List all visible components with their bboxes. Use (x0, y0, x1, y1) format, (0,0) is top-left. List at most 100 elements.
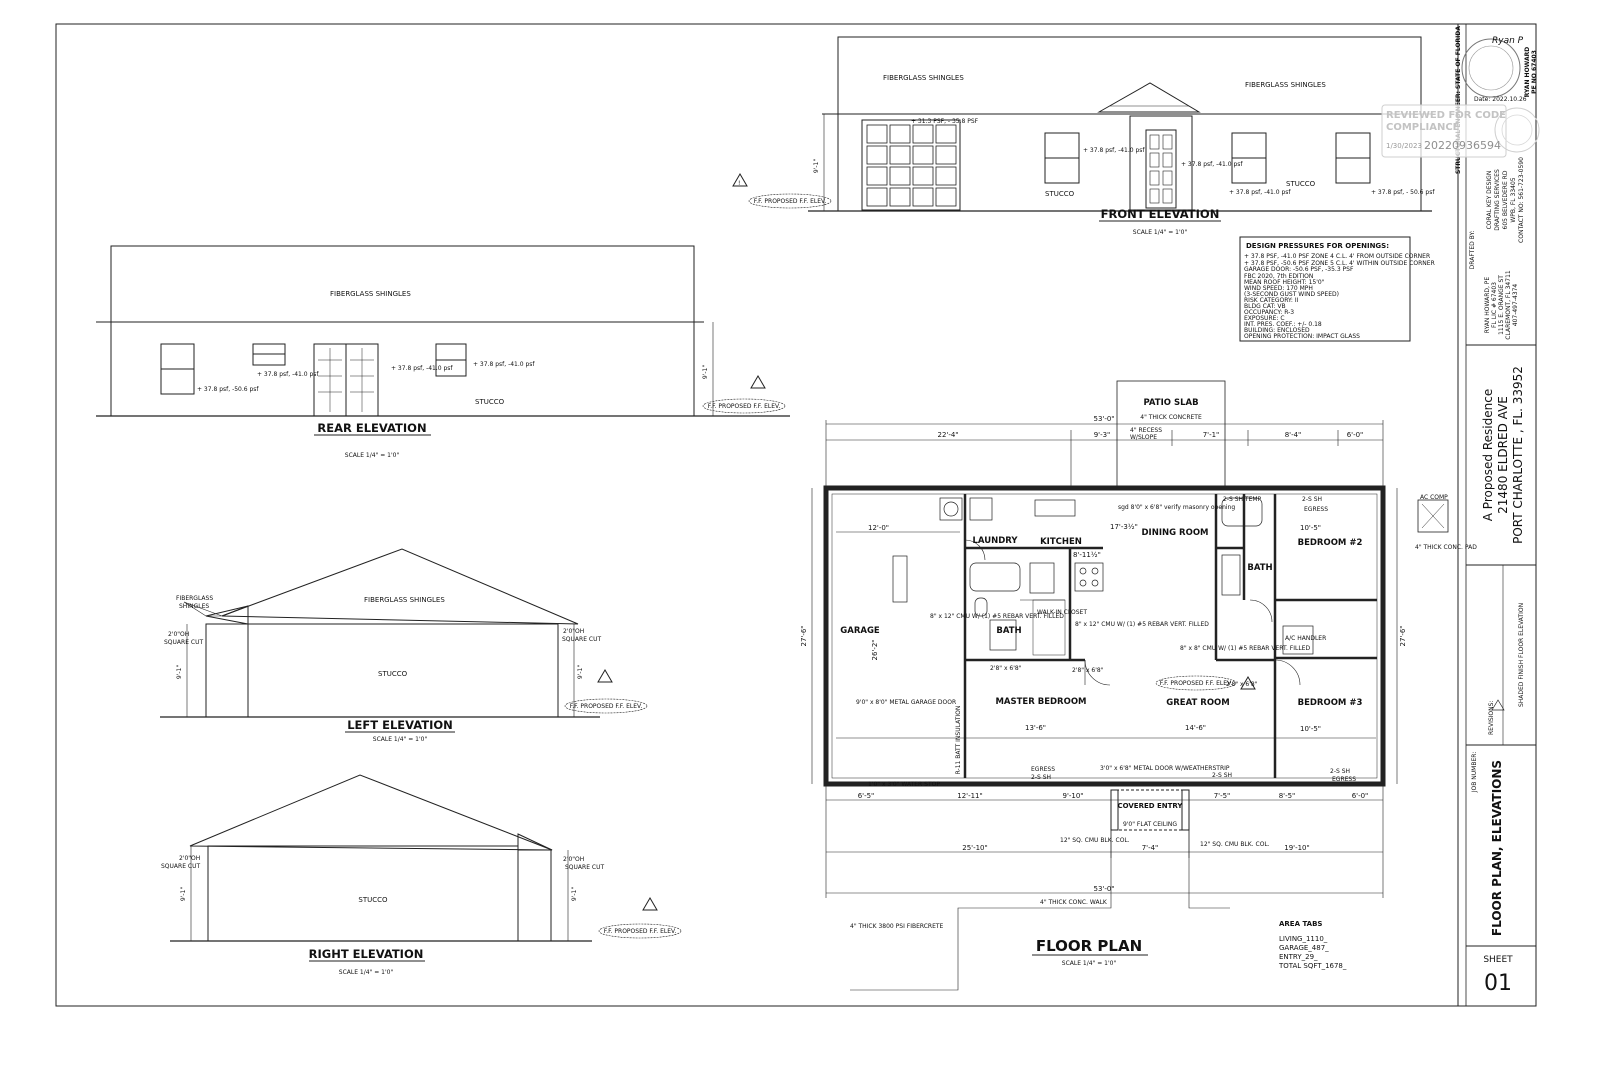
right-oh-left: 2'0"OH (179, 855, 200, 862)
dp-line-9: OCCUPANCY: R-3 (1244, 309, 1294, 316)
dim-dining: 17'-3½" (1110, 523, 1138, 531)
drafter-line-4: CONTACT NO: 561-723-0590 (1518, 157, 1525, 243)
rh-line-0: RYAN HOWARD, PE (1484, 277, 1491, 334)
bottom-dim-3: 7'-5" (1214, 792, 1231, 800)
dp-line-4: MEAN ROOF HEIGHT: 15'0" (1244, 279, 1325, 286)
slope-note: W/SLOPE (1130, 434, 1157, 441)
sink-icon (1034, 499, 1076, 517)
bottom-dim-0: 6'-5" (858, 792, 875, 800)
rh-line-3: CLAREMONT, FL 34711 (1505, 270, 1512, 340)
left-wall-label: STUCCO (378, 670, 408, 678)
area-tabs: AREA TABS LIVING_1110_ GARAGE_487_ ENTRY… (1278, 920, 1347, 970)
room-bedroom-3: BEDROOM #3 (1298, 698, 1363, 708)
left-height-left: 9'-1" (176, 665, 183, 679)
vanity2-icon (1221, 554, 1241, 596)
dp-line-8: BLDG CAT: VB (1244, 303, 1286, 310)
area-living: LIVING_1110_ (1279, 935, 1328, 943)
room-ac-handler: A/C HANDLER (1285, 635, 1326, 642)
floor-plan: PATIO SLAB 4" THICK CONCRETE 4" RECESS W… (800, 380, 1477, 991)
review-stamp: REVIEWED FOR CODE COMPLIANCE 1/30/2023 2… (1381, 104, 1540, 158)
right-ffe: F.F. PROPOSED F.F. ELEV. (604, 928, 677, 935)
engineer-license: PE NO 67403 (1531, 50, 1538, 94)
front-wall-left: STUCCO (1045, 190, 1075, 198)
toilet-icon (974, 597, 988, 617)
left-cut-left: SQUARE CUT (164, 639, 203, 646)
patio-label: PATIO SLAB (1143, 398, 1198, 408)
room-walkin: WALK-IN CLOSET (1037, 609, 1087, 616)
front-garage-pressure: + 31.3 PSF, - 35.8 PSF (911, 118, 979, 125)
front-pressure-corner: + 37.8 psf, - 50.6 psf (1371, 189, 1435, 196)
project-city: PORT CHARLOTTE , FL. 33952 (1511, 366, 1525, 544)
engineer-signature: Ryan P (1492, 36, 1524, 46)
overall-depth-right: 27'-6" (1399, 625, 1407, 646)
design-pressures-title: DESIGN PRESSURES FOR OPENINGS: (1246, 242, 1389, 250)
right-cut-right: SQUARE CUT (565, 864, 604, 871)
ac-comp (1417, 499, 1449, 533)
walk-note: 4" THICK CONC. WALK (1040, 899, 1108, 906)
left-height-right: 9'-1" (577, 665, 584, 679)
door-bed3: 2'8" x 6'8" (1226, 681, 1258, 688)
drafter-line-3: WPB, FL 33405 (1510, 177, 1517, 222)
engineer-date: Date: 2022.10.26 (1474, 96, 1527, 103)
left-ffe: F.F. PROPOSED F.F. ELEV. (570, 703, 643, 710)
dp-line-1: + 37.8 PSF, -50.6 PSF ZONE 5 C.L. 4' WIT… (1244, 260, 1435, 267)
room-great-room: GREAT ROOM (1166, 698, 1229, 708)
front-door-note: 3'0" x 6'8" METAL DOOR W/WEATHERSTRIP (1100, 765, 1230, 772)
dp-line-0: + 37.8 PSF, -41.0 PSF ZONE 4 C.L. 4' FRO… (1244, 253, 1430, 260)
title-block: Ryan P STRUCTURAL ENGINEER: STATE OF FLO… (1455, 26, 1538, 996)
front-pressure-door: + 37.8 psf, -41.0 psf (1181, 161, 1243, 168)
cmu-note-1: 8" x 12" CMU W/ (1) #5 REBAR VERT. FILLE… (930, 613, 1064, 620)
door-master: 2'8" x 6'8" (990, 665, 1022, 672)
dp-line-2: GARAGE DOOR: -50.6 PSF, -35.3 PSF (1244, 266, 1354, 273)
right-height-left: 9'-1" (180, 887, 187, 901)
rh-line-1: FL LIC # 67403 (1491, 282, 1498, 328)
front-pressure-right: + 37.8 psf, -41.0 psf (1229, 189, 1291, 196)
drafter-line-0: CORAL KEY DESIGN (1486, 171, 1493, 230)
rear-wall-label: STUCCO (475, 398, 505, 406)
window-master: 2-S SH (1031, 774, 1051, 781)
floor-plan-scale: SCALE 1/4" = 1'0" (1062, 960, 1117, 967)
stamp-line-2: COMPLIANCE (1386, 122, 1460, 133)
egress-bed3: EGRESS (1332, 776, 1356, 783)
egress-master: EGRESS (1031, 766, 1055, 773)
room-laundry: LAUNDRY (972, 536, 1018, 546)
lower-dim-1: 7'-4" (1142, 844, 1159, 852)
garage-door-note: 9'0" x 8'0" METAL GARAGE DOOR (856, 699, 956, 706)
column-note-left: 12" SQ. CMU BLK. COL. (1060, 837, 1130, 844)
rear-elevation: 9'-1" FIBERGLASS SHINGLES STUCCO + 37.8 … (96, 245, 790, 459)
sheet-number: 01 (1484, 971, 1512, 996)
dp-line-13: OPENING PROTECTION: IMPACT GLASS (1244, 333, 1360, 340)
fridge-icon (1029, 562, 1055, 594)
ac-handler-icon (1282, 625, 1314, 655)
front-elevation-scale: SCALE 1/4" = 1'0" (1133, 229, 1188, 236)
washer-icon (939, 497, 963, 521)
job-number-label: JOB NUMBER: (1471, 752, 1478, 794)
right-height-right: 9'-1" (571, 887, 578, 901)
fibercrete-note: 4" THICK 3800 PSI FIBERCRETE (850, 923, 944, 930)
dp-line-10: EXPOSURE: C (1244, 315, 1285, 322)
overall-width-bottom: 53'-0" (1093, 885, 1114, 893)
dp-line-7: RISK CATEGORY: II (1244, 297, 1299, 304)
rear-elevation-title: REAR ELEVATION (317, 421, 426, 435)
rh-line-4: 407-497-4374 (1512, 284, 1519, 327)
top-dim-4: 6'-0" (1347, 431, 1364, 439)
revisions-label: REVISIONS: (1488, 701, 1495, 735)
water-stop-note: 1'0" x 3'0" WATER STOP (868, 781, 940, 788)
project-address: 21480 ELDRED AVE (1496, 396, 1510, 514)
lower-dim-0: 25'-10" (962, 844, 987, 852)
svg-text:!: ! (738, 180, 740, 187)
dp-line-6: (3-SECOND GUST WIND SPEED) (1244, 291, 1339, 298)
drafter-line-1: DRAFTING SERVICES (1494, 169, 1501, 231)
dp-line-5: WIND SPEED: 170 MPH (1244, 285, 1313, 292)
ac-comp-label: AC COMP (1420, 494, 1448, 501)
rh-line-2: 1115 E. ORANGE ST (1498, 275, 1505, 335)
left-oh-left: 2'0"OH (168, 631, 189, 638)
front-wall-right: STUCCO (1286, 180, 1316, 188)
rear-warning-icon (750, 375, 766, 389)
dp-line-3: FBC 2020, 7th EDITION (1244, 273, 1313, 280)
top-dim-1: 9'-3" (1094, 431, 1111, 439)
area-entry: ENTRY_29_ (1279, 953, 1318, 961)
sheet-label: SHEET (1483, 955, 1513, 965)
rear-pressure-mid: + 37.8 psf, -41.0 psf (257, 371, 319, 378)
dim-great: 14'-6" (1185, 724, 1206, 732)
